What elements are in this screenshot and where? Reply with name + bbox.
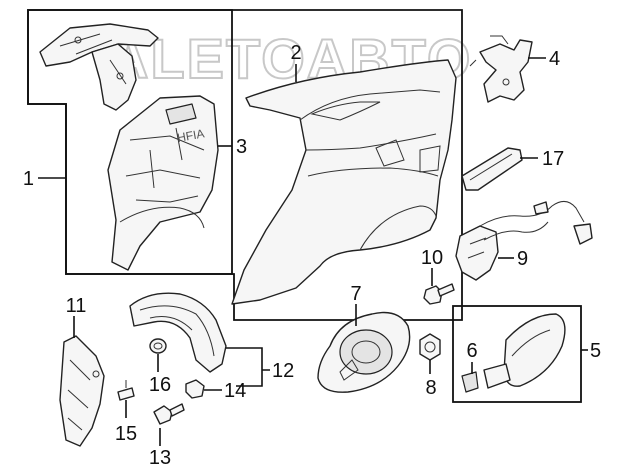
wheel-guard-liner-part <box>129 292 227 373</box>
callout-17: 17 <box>542 148 564 170</box>
upper-rail-part <box>39 23 159 111</box>
grommet-16-part <box>149 338 167 354</box>
callout-11: 11 <box>66 295 87 317</box>
callout-12: 12 <box>272 360 294 382</box>
actuator-cable-part <box>455 201 593 281</box>
callout-16: 16 <box>149 374 171 396</box>
wheel-house-part: HFIA <box>107 95 219 271</box>
assembly-3-outline <box>27 9 233 275</box>
fuel-filler-housing-part <box>317 311 411 393</box>
callout-10: 10 <box>421 247 443 269</box>
callout-7: 7 <box>350 283 361 305</box>
callout-1: 1 <box>23 168 34 190</box>
callout-13: 13 <box>149 447 171 469</box>
quarter-panel-part <box>231 59 457 305</box>
callout-3: 3 <box>236 136 247 158</box>
leader-lines <box>38 57 588 446</box>
fuel-door-part <box>483 313 566 389</box>
callout-9: 9 <box>517 248 528 270</box>
callout-2: 2 <box>290 42 301 64</box>
hinge-spring-part <box>461 371 479 393</box>
bracket-part <box>469 35 533 103</box>
gasket-part <box>419 333 441 361</box>
assembly-5-outline <box>452 305 582 403</box>
callout-15: 15 <box>115 423 137 445</box>
screw-13-part <box>153 403 185 425</box>
callout-14: 14 <box>224 380 246 402</box>
clip-15-part <box>117 380 135 401</box>
bolt-10-part <box>423 283 455 305</box>
svg-text:HFIA: HFIA <box>176 126 205 145</box>
garnish-trim-part <box>59 335 105 447</box>
nut-14-part <box>185 379 205 399</box>
callout-6: 6 <box>466 340 477 362</box>
callout-5: 5 <box>590 340 601 362</box>
callout-8: 8 <box>425 377 436 399</box>
callout-4: 4 <box>549 48 560 70</box>
trim-pad-part <box>461 147 523 191</box>
